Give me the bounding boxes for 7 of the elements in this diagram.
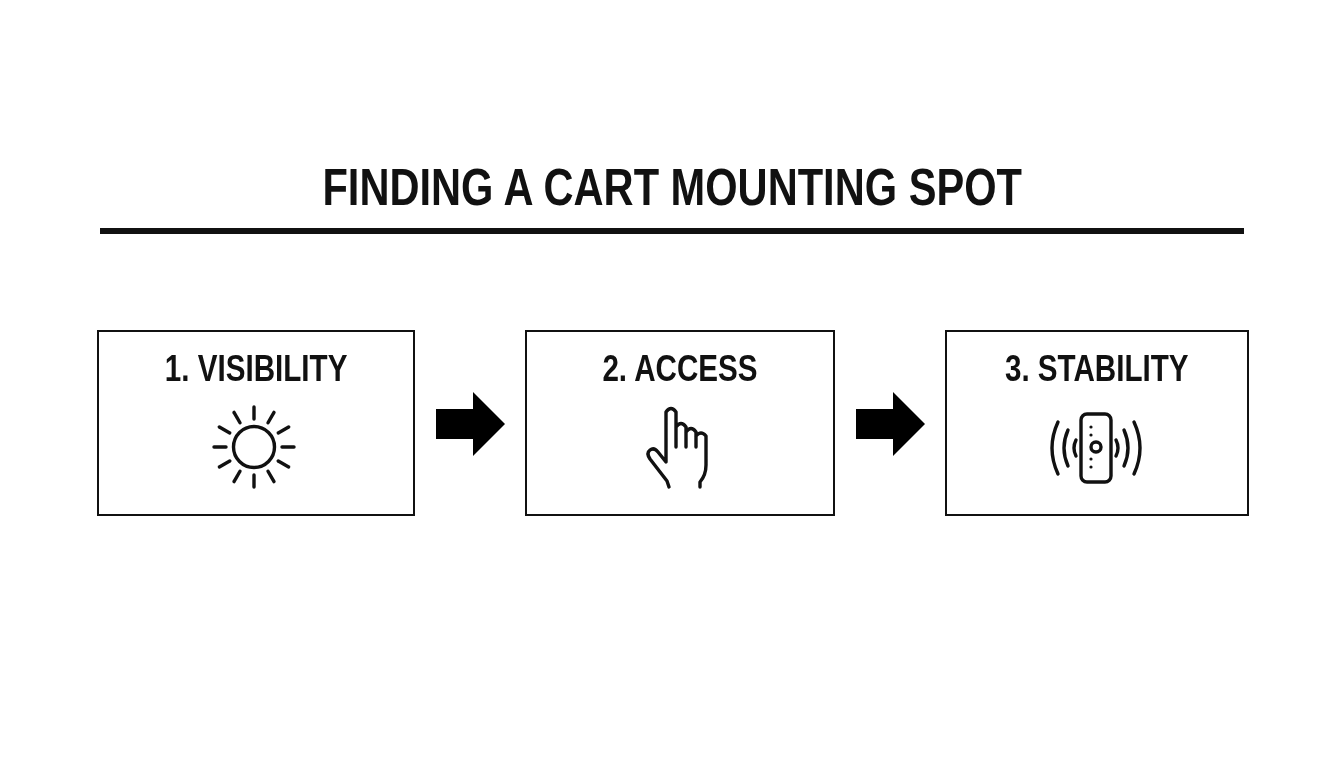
step-box (97, 330, 415, 516)
step-heading: 3. STABILITY (1005, 348, 1189, 391)
step-box (525, 330, 835, 516)
step-heading: 1. VISIBILITY (164, 348, 348, 391)
step-box (945, 330, 1249, 516)
diagram-title: FINDING A CART MOUNTING SPOT (322, 158, 1022, 218)
step-heading: 2. ACCESS (602, 348, 758, 391)
